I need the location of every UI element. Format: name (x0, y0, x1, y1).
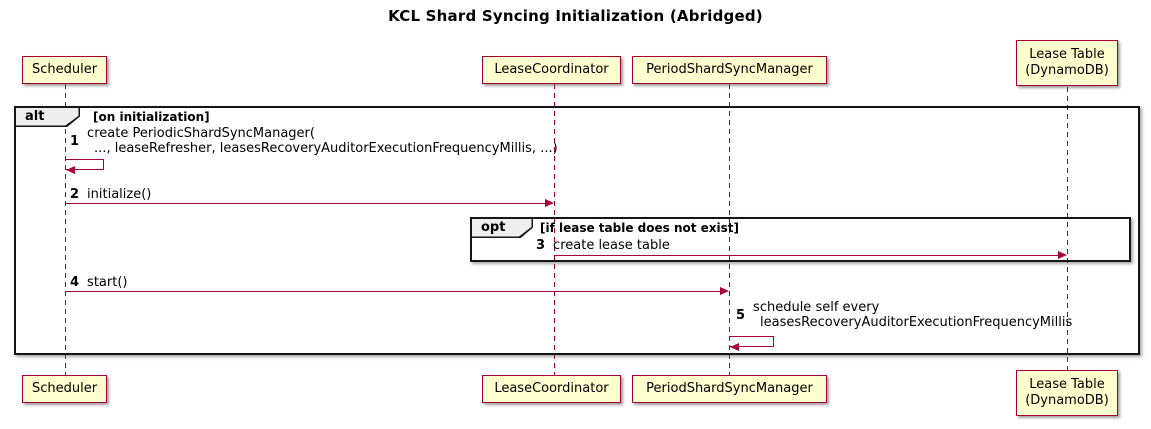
message-3-arrowhead (1058, 251, 1067, 259)
message-2-number: 2 (70, 187, 80, 202)
message-2-arrow (65, 203, 547, 204)
alt-operator-label: alt (16, 108, 79, 126)
message-1-label: 1 create PeriodicShardSyncManager( ..., … (70, 126, 558, 156)
alt-frame (14, 106, 1140, 355)
lifeline-scheduler (65, 84, 66, 376)
message-4-label: 4 start() (70, 275, 127, 290)
message-2-arrowhead (545, 199, 554, 207)
participant-period-shard-sync-manager-bottom: PeriodShardSyncManager (632, 375, 827, 403)
message-4-arrowhead (720, 287, 729, 295)
message-3-number: 3 (536, 238, 546, 253)
opt-operator-pentagon: opt (472, 219, 533, 238)
message-1-arrowhead (66, 166, 75, 174)
message-1-text-line2: ..., leaseRefresher, leasesRecoveryAudit… (94, 141, 558, 156)
alt-operator-pentagon: alt (16, 108, 80, 127)
lifeline-lease-coordinator (554, 84, 555, 376)
message-3-label: 3 create lease table (536, 238, 670, 253)
message-5-text-line2: leasesRecoveryAuditorExecutionFrequencyM… (760, 315, 1073, 330)
message-2-label: 2 initialize() (70, 187, 151, 202)
message-1-text: create PeriodicShardSyncManager( ..., le… (87, 126, 558, 156)
participant-scheduler-label: Scheduler (31, 62, 98, 77)
participant-lease-table-top: Lease Table (DynamoDB) (1016, 40, 1118, 86)
message-3-text: create lease table (553, 238, 670, 253)
participant-lease-coordinator-label: LeaseCoordinator (494, 62, 609, 77)
participant-lease-coordinator-label: LeaseCoordinator (494, 381, 609, 396)
message-5-text: schedule self every leasesRecoveryAudito… (753, 300, 1072, 330)
participant-lease-table-label-line2: (DynamoDB) (1025, 393, 1109, 408)
lifeline-period-shard-sync-manager (729, 84, 730, 376)
message-1-self-arrow (65, 159, 104, 170)
participant-lease-coordinator-top: LeaseCoordinator (482, 56, 621, 84)
participant-lease-table-label-line2: (DynamoDB) (1025, 63, 1109, 78)
participant-lease-table-label-line1: Lease Table (1029, 377, 1105, 392)
message-5-label: 5 schedule self every leasesRecoveryAudi… (736, 300, 1072, 330)
participant-lease-coordinator-bottom: LeaseCoordinator (482, 375, 621, 403)
message-1-number: 1 (70, 133, 80, 149)
message-5-text-line1: schedule self every (753, 300, 880, 315)
opt-operator-label: opt (472, 219, 532, 237)
participant-scheduler-label: Scheduler (31, 381, 98, 396)
message-5-self-arrow (729, 336, 774, 347)
participant-lease-table-label-line1: Lease Table (1029, 47, 1105, 62)
message-3-arrow (554, 255, 1058, 256)
message-5-arrowhead (730, 343, 739, 351)
diagram-title: KCL Shard Syncing Initialization (Abridg… (388, 7, 763, 25)
participant-period-shard-sync-manager-label: PeriodShardSyncManager (646, 62, 813, 77)
participant-period-shard-sync-manager-top: PeriodShardSyncManager (632, 56, 827, 84)
message-1-text-line1: create PeriodicShardSyncManager( (87, 126, 315, 141)
participant-scheduler-top: Scheduler (22, 56, 107, 84)
message-4-text: start() (87, 275, 128, 290)
opt-guard: [if lease table does not exist] (540, 221, 740, 235)
lifeline-lease-table (1067, 87, 1068, 371)
message-5-number: 5 (736, 307, 746, 323)
alt-guard: [on initialization] (93, 110, 210, 124)
message-4-number: 4 (70, 275, 80, 290)
participant-scheduler-bottom: Scheduler (22, 375, 107, 403)
participant-period-shard-sync-manager-label: PeriodShardSyncManager (646, 381, 813, 396)
message-4-arrow (65, 291, 720, 292)
participant-lease-table-bottom: Lease Table (DynamoDB) (1016, 370, 1118, 416)
opt-frame (470, 217, 1131, 262)
message-2-text: initialize() (87, 187, 152, 202)
